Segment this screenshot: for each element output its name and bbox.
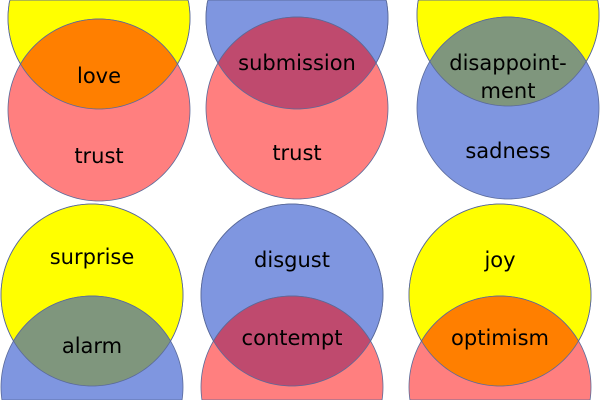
overlap-label: optimism (451, 326, 549, 350)
overlap-label: alarm (62, 334, 122, 358)
top-circle-outline (200, 203, 384, 387)
bottom-label: trust (272, 141, 321, 165)
top-label: joy (483, 248, 515, 272)
top-label: disgust (254, 248, 330, 272)
overlap-label-line2: ment (481, 79, 536, 103)
venn-panel: disappoint-ment sadness (416, 0, 600, 200)
top-circle-outline (7, 0, 191, 110)
bottom-label: sadness (465, 139, 550, 163)
venn-panel: love trust (7, 0, 191, 202)
venn-panel: disgust contempt (200, 203, 384, 400)
top-circle-outline (0, 203, 184, 387)
venn-panel: surprise alarm (0, 203, 184, 400)
top-circle-outline (408, 203, 592, 387)
overlap-label: love (77, 64, 121, 88)
overlap-label: disappoint- (449, 51, 566, 75)
overlap-label: submission (238, 51, 356, 75)
top-label: surprise (50, 245, 135, 269)
venn-panel: joy optimism (408, 203, 592, 400)
overlap-label: contempt (242, 326, 343, 350)
overlap-region (417, 16, 599, 106)
overlap-region (8, 18, 190, 109)
venn-panel: submission trust (205, 0, 389, 200)
top-circle-outline (205, 0, 389, 110)
bottom-label: trust (74, 144, 123, 168)
overlap-region (206, 16, 388, 109)
top-circle-outline (416, 0, 600, 107)
